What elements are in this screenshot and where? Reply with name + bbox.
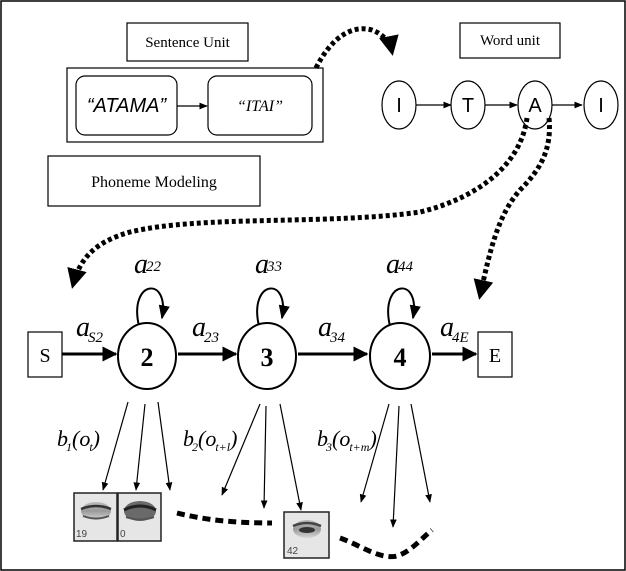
transition-label-4e: a4E: [440, 312, 469, 346]
word-box-itai: [207, 75, 313, 136]
self-loop-2: [136, 287, 170, 327]
letter-1: I: [396, 95, 402, 117]
state-label-4: 4: [394, 343, 407, 372]
frame-number-1: 19: [76, 529, 88, 540]
state-node-4: [369, 322, 431, 390]
letter-node-4: [583, 80, 619, 130]
word-unit-label: Word unit: [480, 33, 541, 49]
transition-label-s2: aS2: [76, 312, 104, 346]
state-label-2: 2: [141, 343, 154, 372]
emission-label-1: b1(ot): [57, 426, 100, 454]
end-node: [477, 331, 513, 378]
start-label: S: [39, 345, 50, 367]
dotted-sequence-1: [176, 510, 273, 526]
self-loop-label-33: a33: [255, 249, 282, 280]
frame-3: 42: [283, 511, 330, 559]
sentence-unit-label: Sentence Unit: [145, 35, 230, 51]
word-itai: “ITAI”: [237, 98, 283, 115]
state-node-3: [237, 322, 297, 390]
frame-number-2: 0: [120, 529, 126, 540]
transition-label-34: a34: [318, 312, 346, 346]
emission-arrows: [101, 401, 432, 528]
dotted-sequence-2: [339, 528, 434, 560]
self-loop-3: [256, 287, 290, 327]
phoneme-modeling-label: Phoneme Modeling: [91, 174, 217, 191]
end-label: E: [489, 345, 501, 367]
dotted-arrow-sentence-to-word: [313, 26, 399, 70]
letter-2: T: [462, 95, 474, 117]
letter-chain: I T A I: [381, 80, 619, 130]
emission-label-3: b3(ot+m): [317, 426, 377, 454]
frame-number-3: 42: [287, 546, 299, 557]
letter-4: I: [598, 95, 604, 117]
phoneme-modeling-box: Phoneme Modeling: [47, 155, 261, 207]
state-label-3: 3: [261, 343, 274, 372]
frame-1: 19: [73, 492, 118, 542]
state-node-2: [117, 322, 177, 390]
emission-label-2: b2(ot+l): [183, 426, 237, 454]
word-atama: “ATAMA”: [87, 95, 168, 117]
dotted-arrow-to-end: [473, 117, 552, 300]
self-loop-label-22: a22: [134, 249, 162, 280]
letter-3: A: [528, 95, 542, 117]
word-unit-label-box: Word unit: [459, 22, 561, 59]
dotted-arrow-to-start: [67, 117, 530, 289]
sentence-unit-label-box: Sentence Unit: [126, 22, 249, 62]
hmm-chain: S E 2 3 4 a22 a33 a44 aS2 a23 a34 a4E: [27, 249, 513, 390]
self-loop-4: [387, 287, 421, 327]
transition-label-23: a23: [192, 312, 219, 346]
frame-2: 0: [117, 492, 162, 542]
sentence-container: “ATAMA” “ITAI”: [66, 67, 324, 143]
self-loop-label-44: a44: [386, 249, 414, 280]
